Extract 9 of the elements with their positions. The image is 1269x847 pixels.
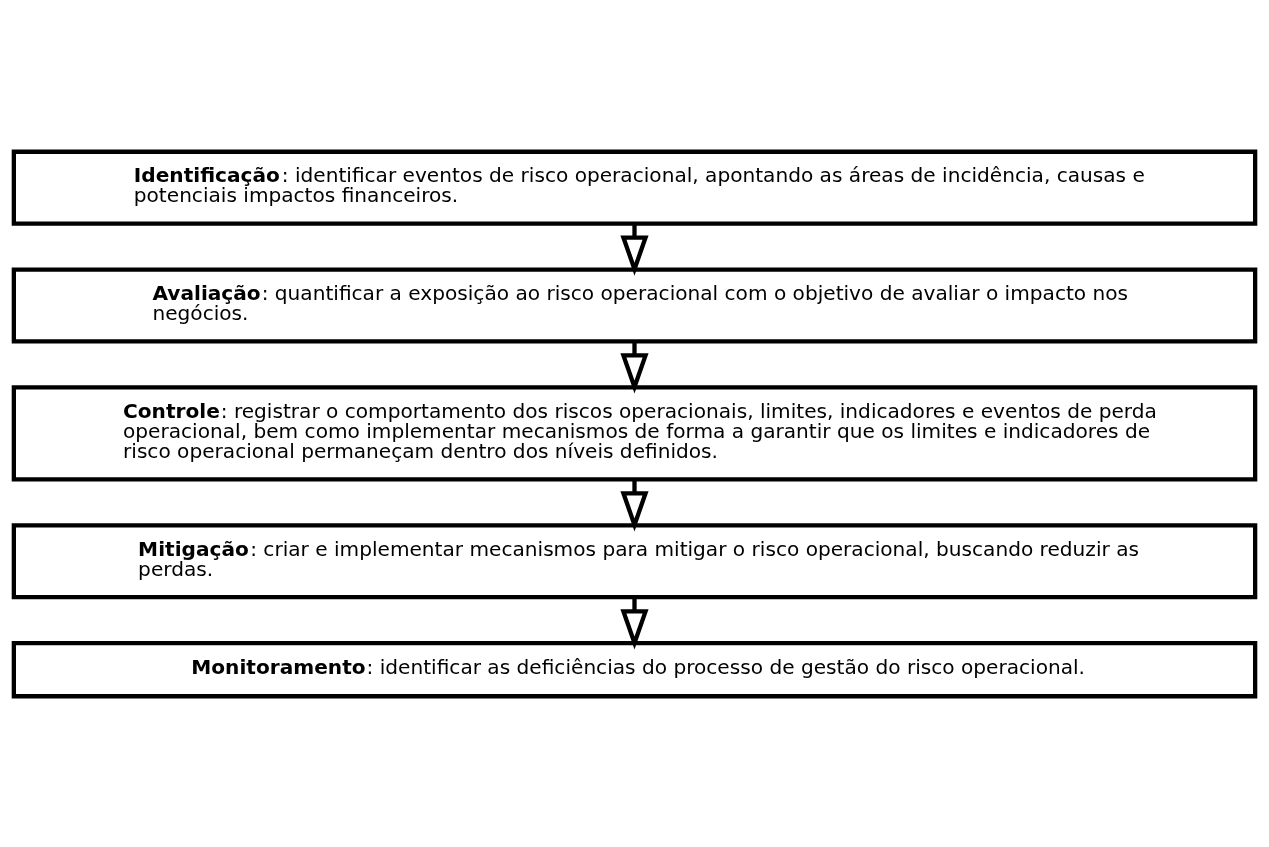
node-box: Identificação: identificar eventos de risco operacional, apontando as áreas de incidência, causas e potenciais impactos financeiros. <box>11 149 1258 226</box>
node-box: Controle: registrar o comportamento dos riscos operacionais, limites, indicadores e eventos de perda operacional, bem como implementar mecanismos de forma a garantir que os limites e indicadores de risco operacional permaneçam dentro dos níveis definidos. <box>11 384 1258 481</box>
arrow <box>620 223 649 276</box>
node-box: Monitoramento: identificar as deficiências do processo de gestão do risco operacional. <box>11 640 1258 698</box>
arrow <box>620 596 649 649</box>
node-box: Mitigação: criar e implementar mecanismos para mitigar o risco operacional, buscando reduzir as perdas. <box>11 522 1258 599</box>
node-box: Avaliação: quantificar a exposição ao risco operacional com o objetivo de avaliar o impacto nos negócios. <box>11 266 1258 344</box>
arrow <box>620 341 649 393</box>
arrow <box>620 479 649 531</box>
